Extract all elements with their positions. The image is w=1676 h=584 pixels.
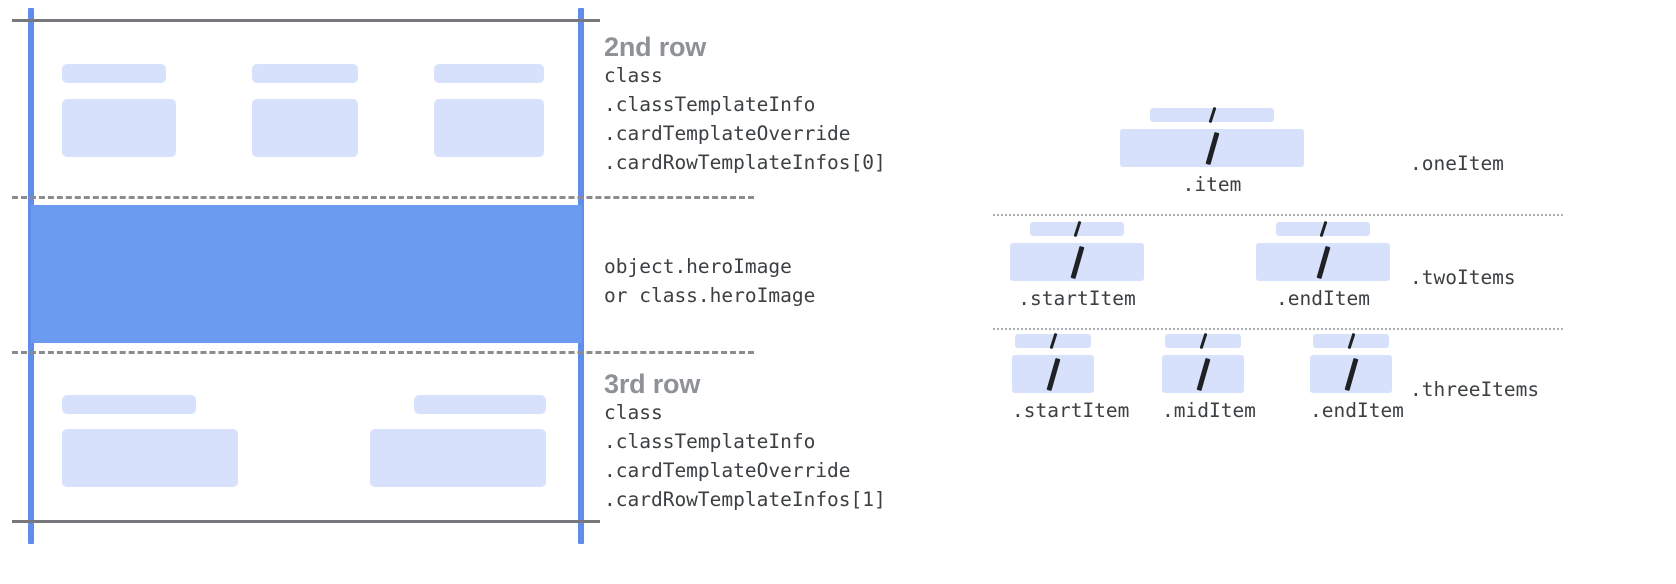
third-row-cell2-body-placeholder bbox=[370, 429, 546, 487]
three-items-start-caption: .startItem bbox=[1012, 399, 1130, 422]
three-items-mid-cell: .midItem bbox=[1162, 332, 1256, 422]
slash-icon bbox=[1199, 332, 1207, 350]
third-row-cell2-title-placeholder bbox=[414, 395, 546, 414]
slash-icon bbox=[1049, 332, 1057, 350]
slash-icon bbox=[1196, 357, 1210, 391]
two-items-end-body-placeholder bbox=[1256, 243, 1390, 281]
card-row-layout-diagram bbox=[0, 0, 754, 584]
hero-image-band bbox=[31, 205, 582, 343]
slash-icon bbox=[1205, 131, 1219, 165]
two-items-end-title-placeholder bbox=[1276, 220, 1370, 238]
three-items-start-title-placeholder bbox=[1015, 332, 1091, 350]
three-items-mid-title-placeholder bbox=[1165, 332, 1241, 350]
one-two-items-dotted-separator bbox=[993, 214, 1563, 216]
two-items-start-caption: .startItem bbox=[1018, 287, 1136, 310]
three-items-end-caption: .endItem bbox=[1310, 399, 1404, 422]
three-items-mid-body-placeholder bbox=[1162, 355, 1244, 393]
one-item-caption: .item bbox=[1182, 173, 1242, 196]
slash-icon bbox=[1070, 245, 1084, 279]
slash-icon bbox=[1316, 245, 1330, 279]
second-row-cell1-title-placeholder bbox=[62, 64, 166, 83]
third-row-annotation-code: class .classTemplateInfo .cardTemplateOv… bbox=[604, 401, 886, 511]
card-bottom-boundary-line bbox=[12, 520, 600, 523]
three-items-end-title-placeholder bbox=[1313, 332, 1389, 350]
second-row-annotation: 2nd row class .classTemplateInfo .cardTe… bbox=[604, 34, 886, 177]
second-row-cell1-body-placeholder bbox=[62, 99, 176, 157]
second-row-annotation-code: class .classTemplateInfo .cardTemplateOv… bbox=[604, 64, 886, 174]
second-row-cell2-body-placeholder bbox=[252, 99, 358, 157]
second-row-cell2-title-placeholder bbox=[252, 64, 358, 83]
three-items-mid-caption: .midItem bbox=[1162, 399, 1256, 422]
slash-icon bbox=[1046, 357, 1060, 391]
third-row-cell1-body-placeholder bbox=[62, 429, 238, 487]
third-row-cell1-title-placeholder bbox=[62, 395, 196, 414]
second-row-cell3-body-placeholder bbox=[434, 99, 544, 157]
row-item-variants-diagram: .item .oneItem .startItem .endItem .twoI… bbox=[960, 0, 1676, 584]
two-items-end-caption: .endItem bbox=[1276, 287, 1370, 310]
three-items-end-body-placeholder bbox=[1310, 355, 1392, 393]
three-items-start-cell: .startItem bbox=[1012, 332, 1130, 422]
slash-icon bbox=[1347, 332, 1355, 350]
two-three-items-dotted-separator bbox=[993, 328, 1563, 330]
two-items-end-cell: .endItem bbox=[1256, 220, 1390, 310]
hero-bottom-dashed-separator bbox=[12, 351, 754, 354]
slash-icon bbox=[1073, 220, 1081, 238]
two-items-start-cell: .startItem bbox=[1010, 220, 1144, 310]
one-item-group-label: .oneItem bbox=[1410, 152, 1504, 175]
second-row-annotation-title: 2nd row bbox=[604, 32, 707, 62]
hero-image-annotation: object.heroImage or class.heroImage bbox=[604, 252, 815, 310]
three-items-end-cell: .endItem bbox=[1310, 332, 1404, 422]
third-row-annotation-title: 3rd row bbox=[604, 369, 701, 399]
second-row-cell3-title-placeholder bbox=[434, 64, 544, 83]
hero-top-dashed-separator bbox=[12, 196, 754, 199]
one-item-title-placeholder bbox=[1150, 106, 1274, 124]
card-top-boundary-line bbox=[12, 19, 600, 22]
three-items-start-body-placeholder bbox=[1012, 355, 1094, 393]
three-items-group-label: .threeItems bbox=[1410, 378, 1540, 401]
third-row-annotation: 3rd row class .classTemplateInfo .cardTe… bbox=[604, 371, 886, 514]
two-items-group-label: .twoItems bbox=[1410, 266, 1516, 289]
slash-icon bbox=[1344, 357, 1358, 391]
slash-icon bbox=[1319, 220, 1327, 238]
one-item-cell: .item bbox=[1120, 106, 1304, 196]
one-item-body-placeholder bbox=[1120, 129, 1304, 167]
hero-image-annotation-code: object.heroImage or class.heroImage bbox=[604, 255, 816, 307]
two-items-start-title-placeholder bbox=[1030, 220, 1124, 238]
two-items-start-body-placeholder bbox=[1010, 243, 1144, 281]
slash-icon bbox=[1208, 106, 1216, 124]
